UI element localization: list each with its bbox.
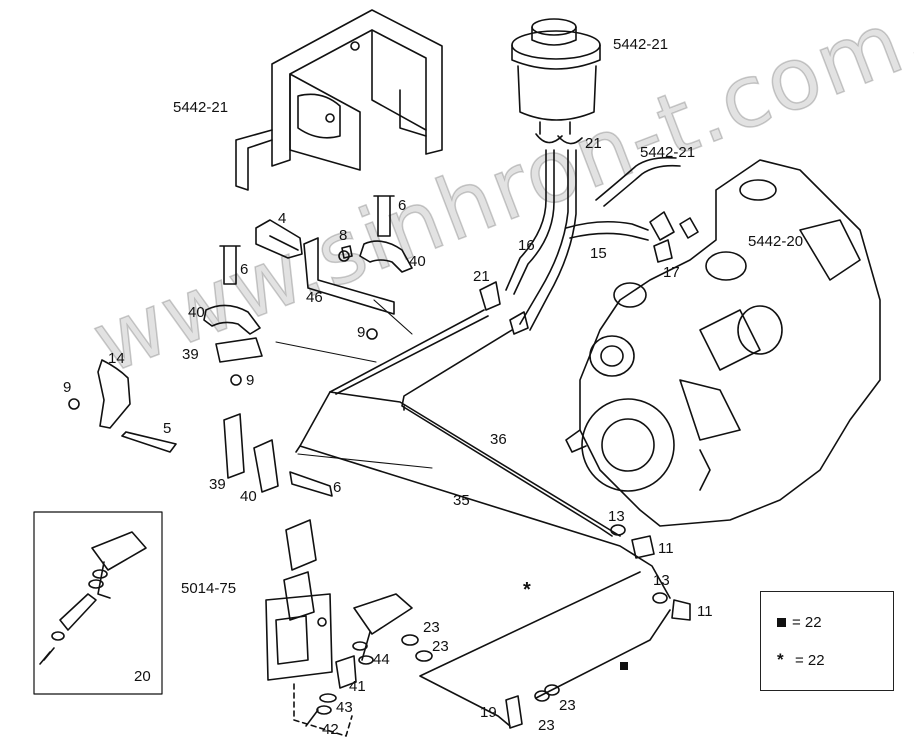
- label-13-top: 13: [608, 508, 625, 525]
- square-marker: [620, 662, 628, 670]
- label-14: 14: [108, 350, 125, 367]
- mounting-bracket: [235, 9, 443, 191]
- label-6-mid: 6: [240, 261, 249, 278]
- legend-asterisk-text: = 22: [795, 651, 825, 669]
- pipes: [295, 309, 671, 727]
- label-11-top: 11: [658, 540, 674, 557]
- label-23-c: 23: [559, 697, 576, 714]
- label-5: 5: [163, 420, 172, 437]
- label-4: 4: [278, 210, 287, 227]
- engine: [565, 159, 881, 527]
- reservoir-tank: [511, 18, 601, 145]
- label-39-bottom: 39: [209, 476, 226, 493]
- label-19: 19: [480, 704, 497, 721]
- label-gear-ref: 5014-75: [181, 580, 237, 597]
- hoses: [479, 149, 681, 335]
- inset-parts: [39, 531, 147, 665]
- label-40-bottom: 40: [240, 488, 257, 505]
- leader-lines: [275, 299, 433, 469]
- label-21-top: 21: [585, 135, 602, 152]
- label-13-lower: 13: [653, 572, 670, 589]
- square-icon: [777, 618, 786, 627]
- label-6-bottom: 6: [333, 479, 342, 496]
- label-43: 43: [336, 699, 353, 716]
- label-23-b: 23: [432, 638, 449, 655]
- inset-box-20: [33, 511, 163, 695]
- label-21-mid: 21: [473, 268, 490, 285]
- label-23-a: 23: [423, 619, 440, 636]
- legend-square-text: = 22: [792, 614, 822, 631]
- label-40-left: 40: [188, 304, 205, 321]
- label-17: 17: [663, 264, 680, 281]
- label-23-d: 23: [538, 717, 555, 734]
- label-bracket-ref: 5442-21: [173, 99, 229, 116]
- label-pump-ref: 5442-20: [748, 233, 804, 250]
- small-parts: [68, 195, 413, 497]
- label-11-lower: 11: [697, 603, 713, 620]
- label-9-left: 9: [63, 379, 72, 396]
- legend-row-asterisk: * = 22: [777, 650, 825, 670]
- label-9-mid: 9: [357, 324, 366, 341]
- label-44: 44: [373, 651, 390, 668]
- label-15: 15: [590, 245, 607, 262]
- label-9-lower: 9: [246, 372, 255, 389]
- asterisk-icon: *: [777, 650, 784, 669]
- label-46: 46: [306, 289, 323, 306]
- label-35: 35: [453, 492, 470, 509]
- fittings: [610, 524, 691, 621]
- label-20: 20: [134, 668, 151, 685]
- label-40-top: 40: [409, 253, 426, 270]
- label-tank-ref: 5442-21: [613, 36, 669, 53]
- asterisk-marker: *: [523, 579, 531, 601]
- legend-row-square: = 22: [777, 614, 822, 631]
- label-hose-ref: 5442-21: [640, 144, 696, 161]
- label-6-top: 6: [398, 197, 407, 214]
- steering-gear: [265, 519, 560, 737]
- label-39-left: 39: [182, 346, 199, 363]
- label-36: 36: [490, 431, 507, 448]
- label-16: 16: [518, 237, 535, 254]
- legend: = 22 * = 22: [760, 591, 894, 691]
- label-8: 8: [339, 227, 348, 244]
- label-41: 41: [349, 678, 366, 695]
- label-42: 42: [322, 721, 339, 738]
